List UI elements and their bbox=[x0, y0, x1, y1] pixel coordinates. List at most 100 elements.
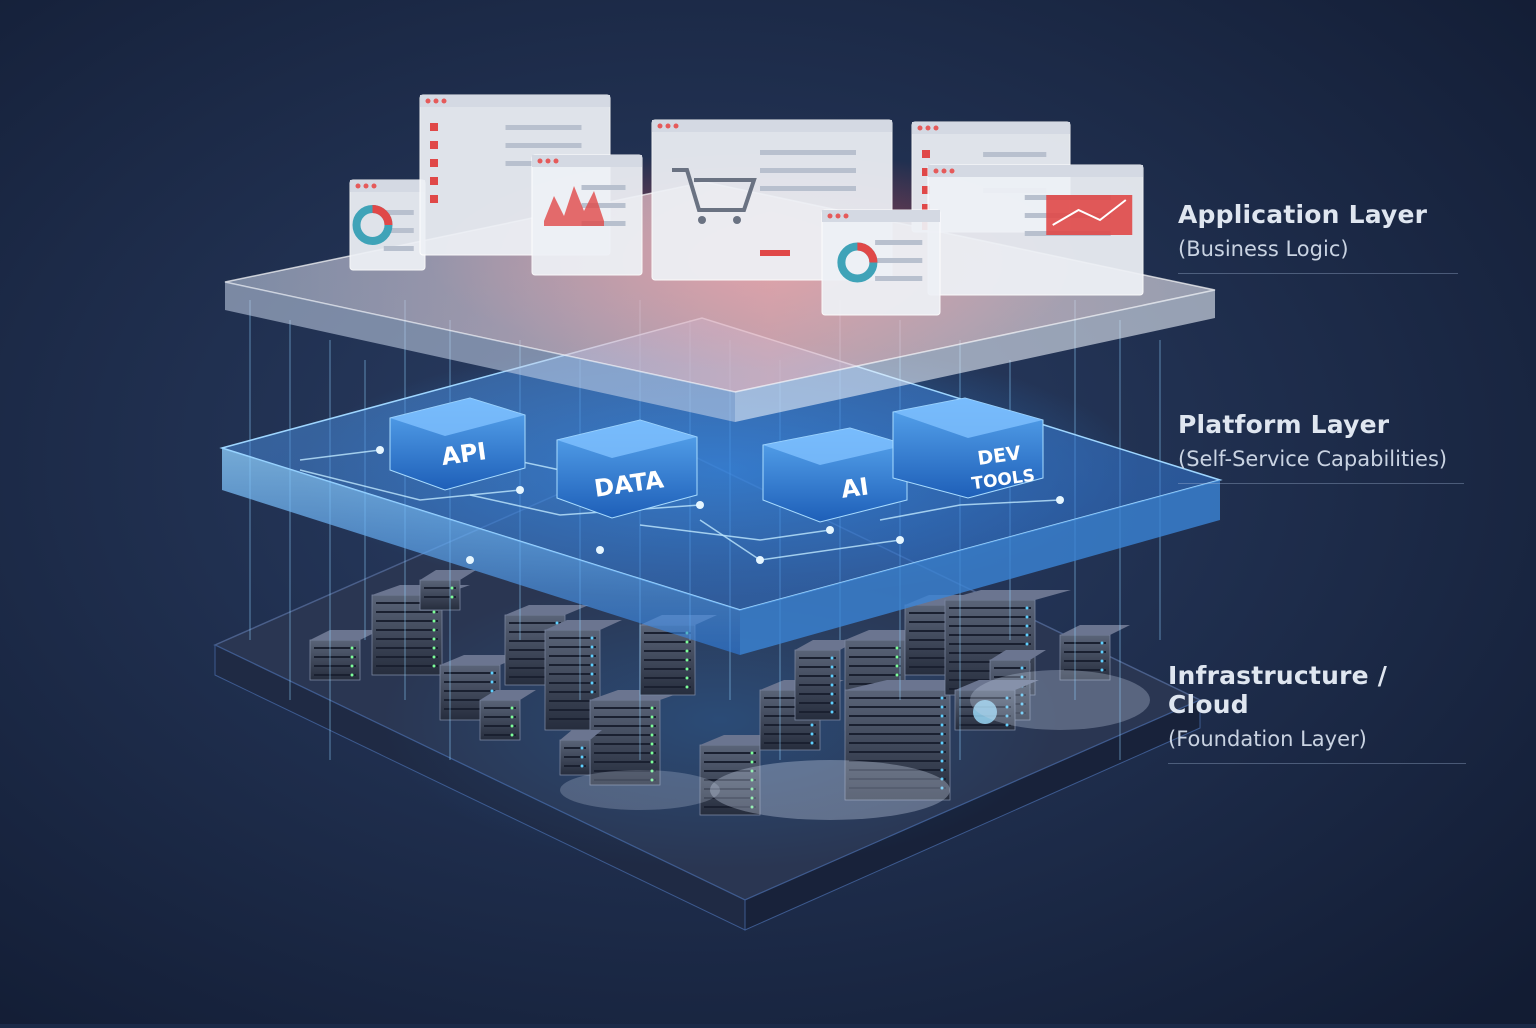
status-led bbox=[750, 751, 754, 755]
status-led bbox=[1100, 659, 1104, 663]
status-led bbox=[650, 724, 654, 728]
status-led bbox=[650, 742, 654, 746]
text-line bbox=[505, 125, 582, 130]
text-line bbox=[875, 240, 923, 245]
list-bullet bbox=[430, 159, 438, 167]
rack-top bbox=[480, 690, 536, 700]
status-led bbox=[1100, 641, 1104, 645]
status-led bbox=[590, 672, 594, 676]
list-bullet bbox=[922, 204, 930, 212]
text-line bbox=[875, 258, 923, 263]
status-led bbox=[490, 680, 494, 684]
list-bullet bbox=[430, 141, 438, 149]
app-window bbox=[927, 164, 1144, 296]
status-led bbox=[350, 664, 354, 668]
status-led bbox=[580, 764, 584, 768]
status-led bbox=[895, 664, 899, 668]
donut-segment bbox=[857, 242, 878, 263]
rack-top bbox=[955, 680, 1039, 690]
status-led bbox=[1100, 668, 1104, 672]
status-led bbox=[895, 655, 899, 659]
window-titlebar bbox=[350, 180, 425, 192]
app-window bbox=[349, 179, 426, 271]
window-control bbox=[933, 125, 939, 131]
window-control bbox=[949, 168, 955, 174]
rack-top bbox=[505, 605, 589, 615]
status-led bbox=[830, 710, 834, 714]
status-led bbox=[650, 733, 654, 737]
status-led bbox=[940, 786, 944, 790]
status-led bbox=[1005, 723, 1009, 727]
window-titlebar bbox=[652, 120, 892, 132]
text-line bbox=[505, 143, 582, 148]
node-dot bbox=[466, 556, 474, 564]
status-led bbox=[1005, 696, 1009, 700]
window-control bbox=[425, 98, 431, 104]
status-led bbox=[432, 610, 436, 614]
text-line bbox=[581, 203, 626, 208]
rack-top bbox=[440, 655, 524, 665]
rack-body bbox=[479, 699, 521, 741]
status-led bbox=[590, 654, 594, 658]
divider bbox=[1178, 483, 1464, 484]
status-led bbox=[1100, 650, 1104, 654]
list-bullet bbox=[430, 195, 438, 203]
rack-top bbox=[945, 590, 1071, 600]
module-dev-tools: DEV TOOLS bbox=[892, 397, 1044, 499]
window-control bbox=[553, 158, 559, 164]
status-led bbox=[650, 706, 654, 710]
status-led bbox=[350, 655, 354, 659]
rack-top bbox=[1060, 625, 1130, 635]
status-led bbox=[940, 768, 944, 772]
status-led bbox=[1025, 624, 1029, 628]
status-led bbox=[750, 760, 754, 764]
server-rack bbox=[794, 640, 858, 721]
rack-top bbox=[545, 620, 622, 630]
app-window bbox=[531, 154, 643, 276]
window-control bbox=[673, 123, 679, 129]
status-led bbox=[750, 778, 754, 782]
node-dot bbox=[756, 556, 764, 564]
rack-body bbox=[844, 689, 951, 801]
window-titlebar bbox=[912, 122, 1070, 134]
status-led bbox=[1025, 606, 1029, 610]
cloud-icon bbox=[970, 670, 1150, 730]
window-control bbox=[657, 123, 663, 129]
status-led bbox=[940, 777, 944, 781]
status-led bbox=[1020, 666, 1024, 670]
status-led bbox=[830, 683, 834, 687]
status-led bbox=[555, 621, 559, 625]
circuit-trace bbox=[639, 524, 831, 541]
server-rack bbox=[589, 690, 688, 786]
server-rack bbox=[559, 730, 602, 776]
rack-top bbox=[795, 640, 858, 650]
trend-line bbox=[1052, 199, 1127, 226]
platform-right-side bbox=[740, 480, 1220, 655]
status-led bbox=[940, 696, 944, 700]
layer-title: Application Layer bbox=[1178, 200, 1428, 229]
status-led bbox=[830, 656, 834, 660]
status-led bbox=[1020, 702, 1024, 706]
cart-wheel bbox=[733, 216, 741, 224]
status-led bbox=[750, 787, 754, 791]
status-led bbox=[590, 690, 594, 694]
status-led bbox=[510, 733, 514, 737]
server-rack bbox=[844, 680, 992, 801]
status-led bbox=[1025, 642, 1029, 646]
status-led bbox=[830, 665, 834, 669]
cloud-icon bbox=[710, 760, 950, 820]
window-control bbox=[355, 183, 361, 189]
window-control bbox=[545, 158, 551, 164]
status-led bbox=[590, 663, 594, 667]
status-led bbox=[350, 673, 354, 677]
status-led bbox=[940, 732, 944, 736]
status-led bbox=[432, 637, 436, 641]
status-led bbox=[940, 741, 944, 745]
status-led bbox=[510, 715, 514, 719]
window-control bbox=[371, 183, 377, 189]
label-platform-layer: Platform Layer (Self-Service Capabilitie… bbox=[1178, 410, 1464, 484]
node-dot bbox=[896, 536, 904, 544]
window-control bbox=[917, 125, 923, 131]
button-bar bbox=[760, 250, 790, 256]
status-led bbox=[1020, 675, 1024, 679]
